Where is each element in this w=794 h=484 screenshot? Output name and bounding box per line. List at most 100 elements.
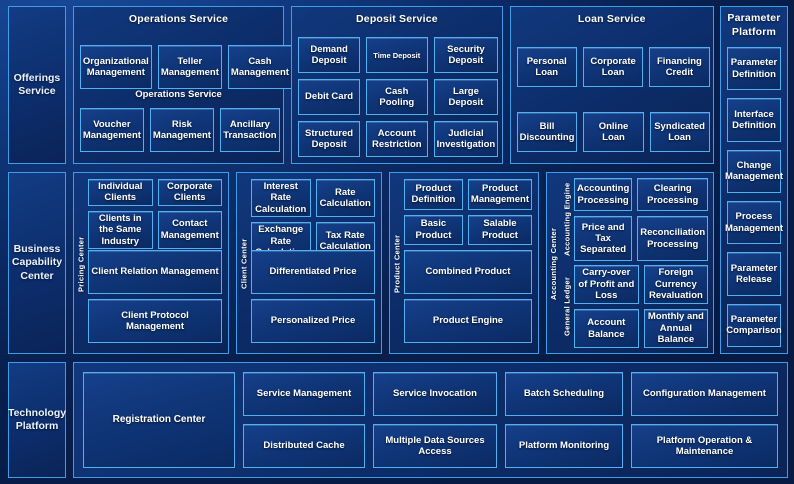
cell-foreign-currency-revaluation[interactable]: Foreign Currency Revaluation	[643, 265, 709, 304]
panel-title-line2: Platform	[731, 25, 777, 38]
vertical-label-general-ledger: General Ledger	[562, 276, 572, 337]
cell-salable-product[interactable]: Salable Product	[467, 214, 532, 245]
cell-bill-discounting[interactable]: Bill Discounting	[516, 112, 578, 152]
cell-cash-management[interactable]: Cash Management	[227, 45, 292, 89]
tech-column-2: Service Invocation Multiple Data Sources…	[373, 372, 497, 468]
deposit-service-cells: Demand Deposit Time Deposit Security Dep…	[298, 37, 499, 157]
cell-batch-scheduling[interactable]: Batch Scheduling	[505, 372, 623, 416]
vertical-label-product-center: Product Center	[392, 234, 402, 294]
operations-service-cells-row2: Voucher Management Risk Management Ancil…	[79, 108, 280, 152]
vertical-label-pricing-center: Pricing Center	[76, 236, 86, 292]
pricing-center-top-cells: Individual Clients Corporate Clients Cli…	[88, 179, 222, 249]
cell-debit-card[interactable]: Debit Card	[298, 79, 360, 115]
cell-multiple-data-sources-access[interactable]: Multiple Data Sources Access	[373, 424, 497, 468]
cell-corporate-loan[interactable]: Corporate Loan	[582, 47, 644, 87]
overlay-label-operations-service: Operations Service	[135, 89, 222, 100]
tech-column-4: Configuration Management Platform Operat…	[631, 372, 778, 468]
cell-contact-management[interactable]: Contact Management	[157, 210, 222, 249]
cell-online-loan[interactable]: Online Loan	[583, 112, 644, 152]
group-loan-service[interactable]: Loan Service Personal Loan Corporate Loa…	[509, 6, 714, 164]
cell-registration-center[interactable]: Registration Center	[83, 372, 235, 468]
cell-financing-credit[interactable]: Financing Credit	[649, 47, 710, 87]
cell-time-deposit[interactable]: Time Deposit	[365, 37, 428, 73]
cell-client-protocol-management[interactable]: Client Protocol Management	[88, 299, 222, 343]
cell-configuration-management[interactable]: Configuration Management	[631, 372, 778, 416]
cell-parameter-comparison[interactable]: Parameter Comparison	[726, 303, 782, 347]
cell-service-invocation[interactable]: Service Invocation	[373, 372, 497, 416]
cell-combined-product[interactable]: Combined Product	[404, 250, 532, 294]
group-deposit-service[interactable]: Deposit Service Demand Deposit Time Depo…	[291, 6, 503, 164]
cell-teller-management[interactable]: Teller Management	[157, 45, 222, 89]
product-center-top-cells: Product Definition Product Management Ba…	[404, 179, 532, 245]
cell-large-deposit[interactable]: Large Deposit	[433, 79, 499, 115]
cell-monthly-and-annual-balance[interactable]: Monthly and Annual Balance	[643, 309, 709, 348]
cell-risk-management[interactable]: Risk Management	[149, 108, 214, 152]
cell-corporate-clients[interactable]: Corporate Clients	[157, 179, 222, 206]
group-title-operations-service: Operations Service	[128, 13, 229, 25]
cell-interface-definition[interactable]: Interface Definition	[727, 98, 781, 142]
group-product-center[interactable]: Product Center Product Definition Produc…	[389, 172, 539, 354]
vertical-label-accounting-engine: Accounting Engine	[562, 182, 572, 257]
general-ledger-cells: Carry-over of Profit and Loss Foreign Cu…	[574, 265, 709, 348]
cell-platform-operation-maintenance[interactable]: Platform Operation & Maintenance	[631, 424, 778, 468]
panel-title-parameter-platform: Parameter Platform	[721, 7, 787, 39]
group-accounting-center[interactable]: Accounting Center Accounting Engine Acco…	[546, 172, 714, 354]
cell-price-and-tax-separated[interactable]: Price and Tax Separated	[574, 216, 633, 261]
cell-reconciliation-processing[interactable]: Reconciliation Processing	[637, 216, 709, 261]
side-label-business-capability-center[interactable]: Business Capability Center	[8, 172, 66, 354]
cell-security-deposit[interactable]: Security Deposit	[433, 37, 499, 73]
cell-differentiated-price[interactable]: Differentiated Price	[251, 250, 375, 294]
cell-personal-loan[interactable]: Personal Loan	[516, 47, 577, 87]
cell-account-restriction[interactable]: Account Restriction	[365, 121, 428, 157]
cell-ancillary-transaction[interactable]: Ancillary Transaction	[219, 108, 280, 152]
side-label-technology-platform[interactable]: Technology Platform	[8, 362, 66, 478]
cell-voucher-management[interactable]: Voucher Management	[79, 108, 144, 152]
cell-platform-monitoring[interactable]: Platform Monitoring	[505, 424, 623, 468]
cell-individual-clients[interactable]: Individual Clients	[88, 179, 153, 206]
group-technology-platform[interactable]: Registration Center Service Management D…	[73, 362, 788, 478]
cell-parameter-definition[interactable]: Parameter Definition	[727, 47, 781, 91]
operations-service-cells: Organizational Management Teller Managem…	[79, 45, 292, 89]
group-title-loan-service: Loan Service	[577, 13, 646, 25]
cell-structured-deposit[interactable]: Structured Deposit	[298, 121, 360, 157]
row-offerings-service: Offerings Service Operations Service Org…	[8, 6, 714, 164]
accounting-engine-cells: Accounting Processing Clearing Processin…	[574, 178, 709, 261]
group-client-center[interactable]: Client Center Interest Rate Calculation …	[236, 172, 382, 354]
cell-cash-pooling[interactable]: Cash Pooling	[365, 79, 428, 115]
cell-product-engine[interactable]: Product Engine	[404, 299, 532, 343]
cell-account-balance[interactable]: Account Balance	[574, 309, 639, 348]
cell-distributed-cache[interactable]: Distributed Cache	[243, 424, 365, 468]
loan-service-cells-row2: Bill Discounting Online Loan Syndicated …	[516, 112, 710, 152]
group-title-deposit-service: Deposit Service	[356, 13, 438, 25]
cell-process-management[interactable]: Process Management	[725, 200, 783, 245]
cell-accounting-processing[interactable]: Accounting Processing	[574, 178, 633, 212]
cell-rate-calculation[interactable]: Rate Calculation	[315, 179, 375, 218]
cell-client-relation-management[interactable]: Client Relation Management	[88, 250, 222, 294]
cell-demand-deposit[interactable]: Demand Deposit	[298, 37, 360, 73]
cell-product-definition[interactable]: Product Definition	[404, 179, 463, 210]
cell-organizational-management[interactable]: Organizational Management	[79, 45, 152, 89]
cell-clients-in-the-same-industry[interactable]: Clients in the Same Industry	[88, 210, 153, 249]
parameter-platform-items: Parameter Definition Interface Definitio…	[725, 47, 783, 347]
cell-service-management[interactable]: Service Management	[243, 372, 365, 416]
cell-parameter-release[interactable]: Parameter Release	[727, 252, 781, 296]
side-label-offerings-service[interactable]: Offerings Service	[8, 6, 66, 164]
cell-judicial-investigation[interactable]: Judicial Investigation	[433, 121, 499, 157]
panel-parameter-platform[interactable]: Parameter Platform Parameter Definition …	[720, 6, 788, 354]
cell-carry-over-of-profit-and-loss[interactable]: Carry-over of Profit and Loss	[574, 265, 639, 304]
cell-product-management[interactable]: Product Management	[467, 179, 532, 210]
tech-column-3: Batch Scheduling Platform Monitoring	[505, 372, 623, 468]
cell-personalized-price[interactable]: Personalized Price	[251, 299, 375, 343]
tech-column-1: Service Management Distributed Cache	[243, 372, 365, 468]
cell-change-management[interactable]: Change Management	[725, 149, 783, 193]
loan-service-cells: Personal Loan Corporate Loan Financing C…	[516, 47, 710, 87]
group-pricing-center[interactable]: Pricing Center Individual Clients Corpor…	[73, 172, 229, 354]
cell-clearing-processing[interactable]: Clearing Processing	[637, 178, 709, 212]
cell-basic-product[interactable]: Basic Product	[404, 214, 463, 245]
cell-interest-rate-calculation[interactable]: Interest Rate Calculation	[251, 179, 311, 218]
panel-title-line1: Parameter	[727, 12, 781, 24]
cell-syndicated-loan[interactable]: Syndicated Loan	[649, 112, 710, 152]
group-operations-service[interactable]: Operations Service Organizational Manage…	[72, 6, 292, 164]
row-business-capability-center: Business Capability Center Pricing Cente…	[8, 172, 714, 354]
